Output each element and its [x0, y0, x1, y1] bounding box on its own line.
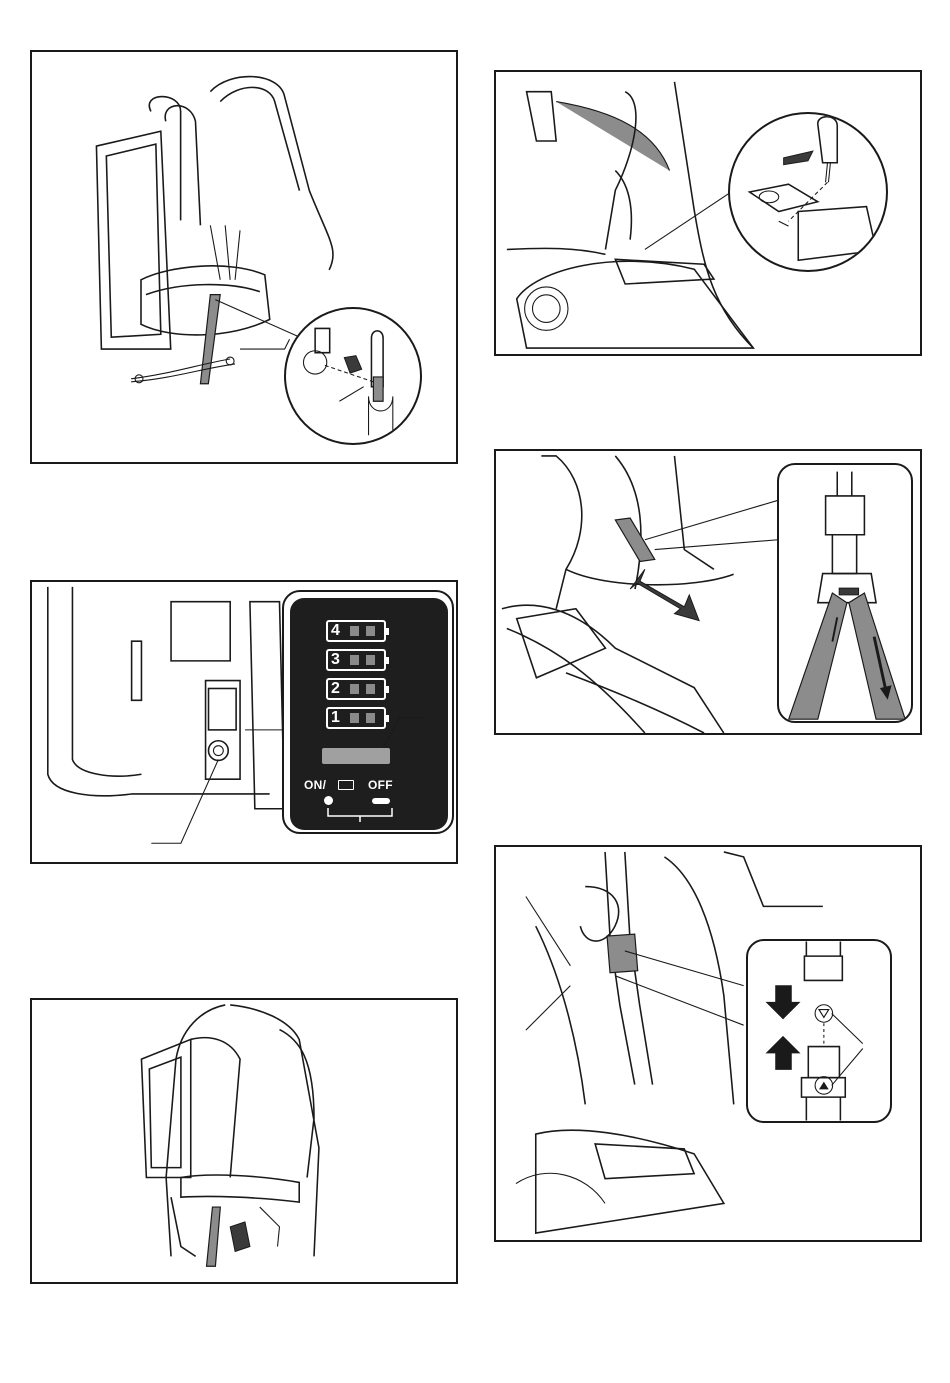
- status-indicator-bar: [322, 748, 390, 764]
- battery-level-2-label: 2: [331, 680, 340, 698]
- led-segment: [350, 626, 359, 636]
- off-dash-icon: [372, 798, 390, 804]
- clip-detail-drawing: [286, 309, 420, 443]
- battery-terminal: [385, 686, 389, 693]
- figure-strap-adjust: [494, 449, 922, 735]
- detail-clip-circle: [284, 307, 422, 445]
- led-segment: [366, 684, 375, 694]
- led-segment: [366, 713, 375, 723]
- figure-wearing-harness: [30, 998, 458, 1284]
- battery-level-1-label: 1: [331, 709, 340, 727]
- buckle-detail-drawing: [779, 465, 911, 721]
- battery-terminal: [385, 628, 389, 635]
- battery-level-4-label: 4: [331, 622, 340, 640]
- figure-pipe-connection: [494, 845, 922, 1242]
- battery-outline-icon: [338, 780, 354, 790]
- led-segment: [350, 713, 359, 723]
- wearing-harness-drawing: [32, 1000, 456, 1282]
- bracket-connector: [320, 806, 400, 824]
- battery-level-4: 4: [326, 620, 386, 642]
- battery-terminal: [385, 715, 389, 722]
- pipe-alignment-drawing: [748, 941, 890, 1121]
- battery-level-2: 2: [326, 678, 386, 700]
- off-label: OFF: [368, 778, 393, 792]
- figure-clip-to-blower: [494, 70, 922, 356]
- battery-level-1: 1: [326, 707, 386, 729]
- figure-backpack-harness-clip: [30, 50, 458, 464]
- led-segment: [350, 684, 359, 694]
- hook-detail-drawing: [730, 114, 886, 270]
- detail-buckle-callout: [777, 463, 913, 723]
- on-label: ON/: [304, 778, 326, 792]
- battery-level-3: 3: [326, 649, 386, 671]
- led-segment: [366, 655, 375, 665]
- battery-level-3-label: 3: [331, 651, 340, 669]
- detail-hook-circle: [728, 112, 888, 272]
- led-segment: [366, 626, 375, 636]
- battery-terminal: [385, 657, 389, 664]
- on-dot-icon: [324, 796, 333, 805]
- indicator-panel: 4 3 2 1: [290, 598, 448, 830]
- figure-battery-indicator: 4 3 2 1: [30, 580, 458, 864]
- led-segment: [350, 655, 359, 665]
- detail-pipe-alignment-callout: [746, 939, 892, 1123]
- battery-indicator-callout: 4 3 2 1: [282, 590, 454, 834]
